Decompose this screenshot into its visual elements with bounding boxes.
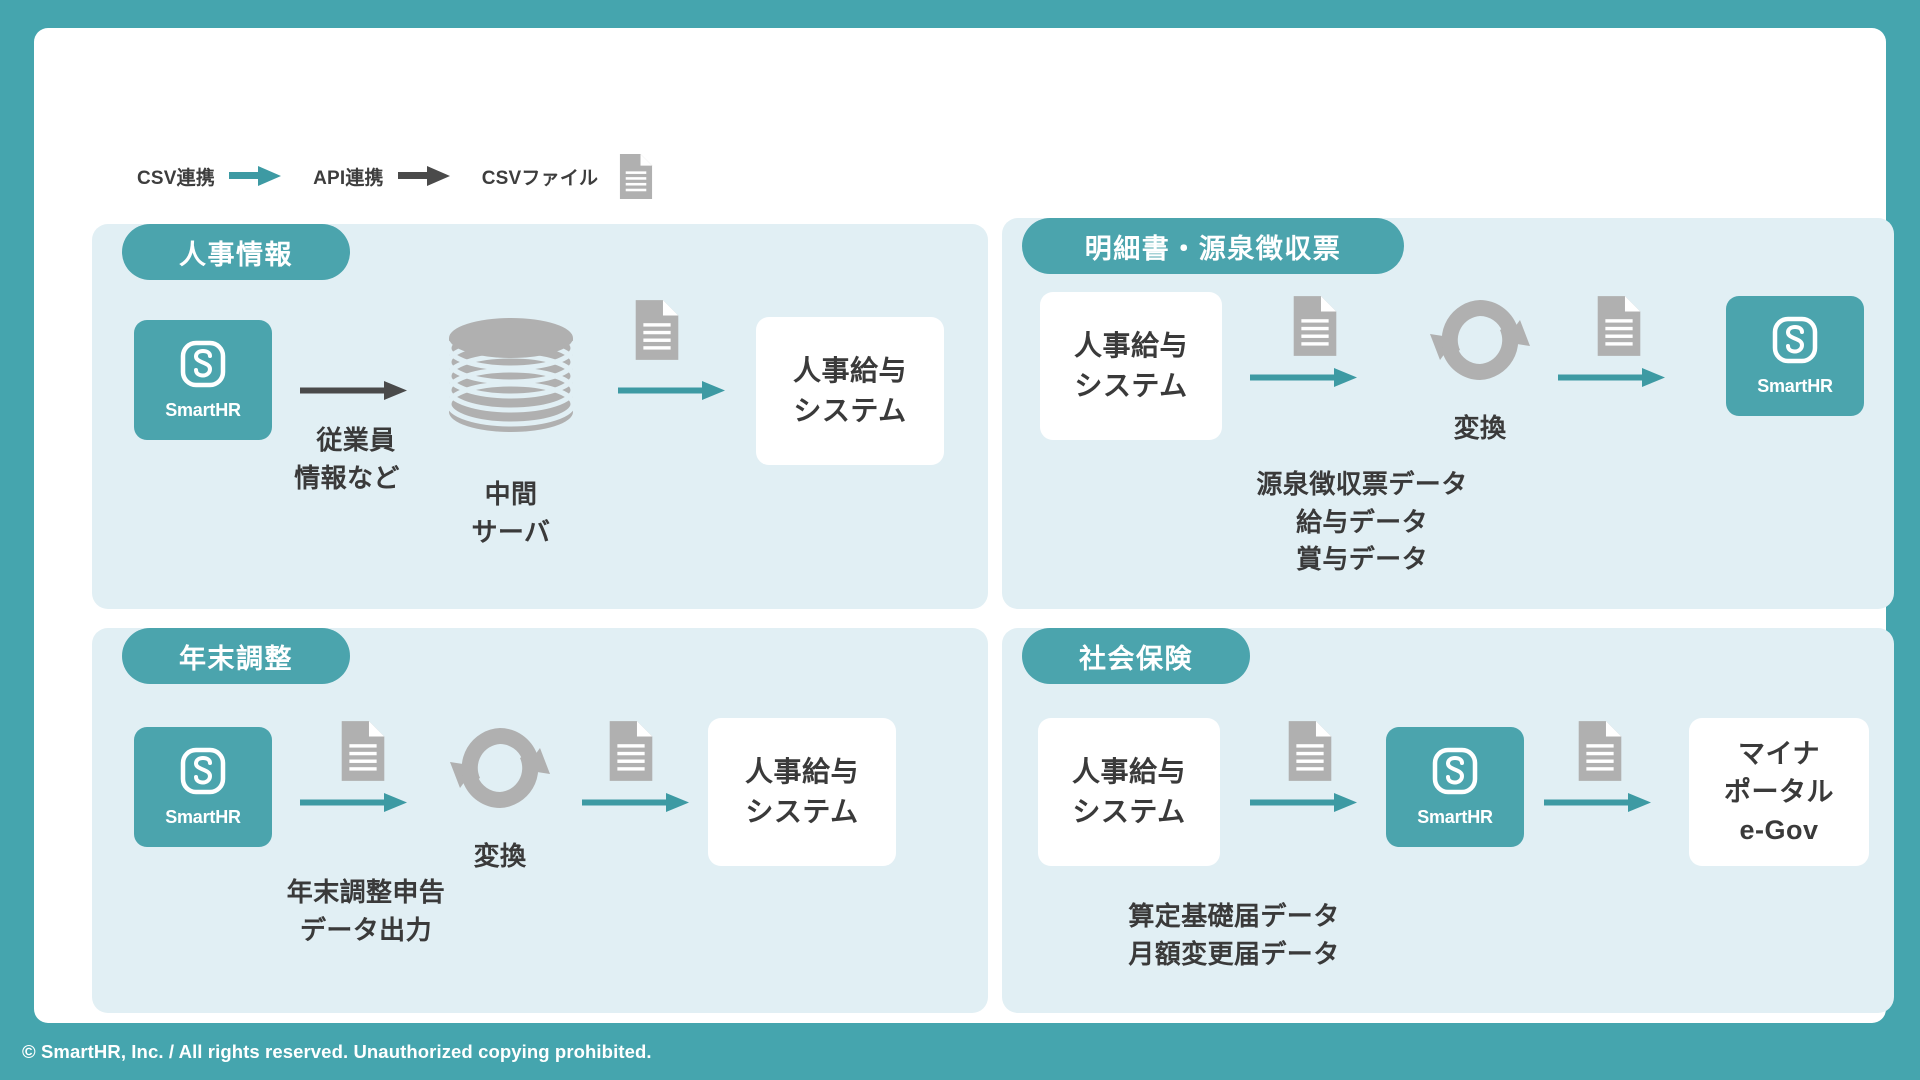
caption-line-1: 年末調整申告 [286,877,446,907]
caption-line-1: 算定基礎届データ [1128,901,1340,931]
smarthr-wordmark: SmartHR [1757,375,1833,396]
smarthr-logo-icon [180,747,226,794]
node-label-line-1: マイナ [1738,738,1820,769]
arrow-csv-payslip-1 [1250,368,1357,387]
footer: © SmartHR, Inc. / All rights reserved. U… [0,1023,1920,1080]
main-card: CSV連携 API連携 CSVファイル 人事情報 Sm [34,28,1894,1023]
csv-file-icon [635,300,679,360]
node-smarthr-nencho: SmartHR [134,727,272,847]
caption-line-2: 情報など [294,462,400,493]
legend-label-csv: CSV連携 [137,167,216,189]
smarthr-wordmark: SmartHR [1417,806,1493,827]
panel-title-hr-information: 人事情報 [122,224,350,280]
legend-item-api: API連携 [313,163,462,190]
convert-refresh-icon [1430,300,1530,380]
panel-title-payslip-withholding: 明細書・源泉徴収票 [1022,218,1404,274]
arrow-right-dark-icon [397,166,450,186]
caption-convert-nencho: 変換 [444,838,556,876]
node-label-line-1: 人事給与 [1073,330,1188,362]
csv-file-icon [341,721,385,781]
csv-file-icon [1288,721,1332,781]
smarthr-logo-icon [180,340,226,387]
arrow-right-teal-icon [229,166,282,186]
node-label-line-2: ポータル [1724,776,1834,807]
caption-employee-data: 従業員 情報など [294,422,410,497]
caption-line-2: データ出力 [299,914,432,945]
arrow-csv-shaho-1 [1250,793,1357,812]
caption-line-2: 給与データ [1295,506,1428,537]
legend: CSV連携 API連携 CSVファイル [137,153,654,199]
caption-nencho-data: 年末調整申告 データ出力 [266,874,466,949]
caption-line-3: 賞与データ [1295,544,1428,575]
caption-shaho-data: 算定基礎届データ 月額変更届データ [1074,898,1394,973]
legend-label-api: API連携 [313,167,384,189]
caption-line-1: 変換 [1453,413,1507,443]
csv-file-icon [1293,296,1337,356]
node-label-line-2: システム [1074,370,1188,401]
node-hr-payroll-system-shaho: 人事給与 システム [1038,718,1220,866]
node-smarthr-shaho: SmartHR [1386,727,1524,847]
panel-title-year-end-adjustment: 年末調整 [122,628,350,684]
node-hr-payroll-system: 人事給与 システム [756,317,944,465]
node-smarthr-payslip: SmartHR [1726,296,1864,416]
legend-label-csv-file: CSVファイル [481,167,599,189]
copyright-text: © SmartHR, Inc. / All rights reserved. U… [22,1040,652,1062]
csv-file-icon [620,153,653,199]
node-label-line-2: システム [1072,796,1186,827]
node-label-line-2: システム [793,395,907,426]
caption-line-1: 従業員 [316,425,396,455]
convert-refresh-icon [450,728,550,808]
legend-item-csv-file: CSVファイル [481,153,654,199]
caption-line-1: 中間 [484,479,538,509]
smarthr-wordmark: SmartHR [165,399,241,420]
caption-line-1: 源泉徴収票データ [1256,469,1468,499]
legend-item-csv: CSV連携 [137,163,293,190]
csv-file-icon [609,721,653,781]
arrow-csv-nencho-2 [582,793,689,812]
csv-file-icon [1578,721,1622,781]
node-smarthr-hr: SmartHR [134,320,272,440]
node-label-line-1: 人事給与 [1071,756,1186,788]
arrow-api-hr [300,381,407,400]
caption-convert-payslip: 変換 [1424,410,1536,448]
smarthr-wordmark: SmartHR [165,806,241,827]
node-label-line-2: システム [745,796,859,827]
node-label-line-3: e-Gov [1739,815,1819,846]
arrow-csv-nencho-1 [300,793,407,812]
caption-payslip-data: 源泉徴収票データ 給与データ 賞与データ [1162,466,1562,579]
arrow-csv-shaho-2 [1544,793,1651,812]
arrow-csv-payslip-2 [1558,368,1665,387]
csv-file-icon [1597,296,1641,356]
panel-title-social-insurance: 社会保険 [1022,628,1250,684]
caption-line-1: 変換 [473,841,527,871]
node-hr-payroll-system-nencho: 人事給与 システム [708,718,896,866]
caption-line-2: 月額変更届データ [1128,938,1340,969]
node-label-line-1: 人事給与 [792,355,907,387]
node-hr-payroll-system-payslip: 人事給与 システム [1040,292,1222,440]
caption-line-2: サーバ [471,516,551,547]
smarthr-logo-icon [1772,316,1818,363]
node-label-line-1: 人事給与 [744,756,859,788]
arrow-csv-hr [618,381,725,400]
caption-intermediate-server: 中間 サーバ [446,476,576,551]
database-stack-icon [446,318,576,432]
smarthr-logo-icon [1432,747,1478,794]
node-mynaportal-egov: マイナ ポータル e-Gov [1689,718,1869,866]
